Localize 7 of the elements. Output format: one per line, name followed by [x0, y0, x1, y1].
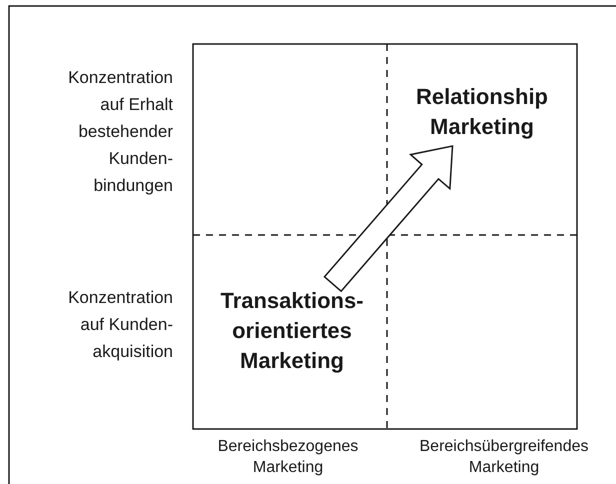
quadrant-title: Relationship Marketing [392, 82, 572, 142]
quadrant-title: Transaktions- orientiertes Marketing [200, 286, 384, 376]
block-arrow [323, 145, 454, 292]
axis-label: Konzentration auf Kunden- akquisition [67, 287, 173, 363]
axis-label: Bereichsbezogenes Marketing [216, 437, 360, 478]
axis-label: Konzentration auf Erhalt bestehender Kunden- bindungen [67, 67, 173, 197]
axis-label: Bereichsübergreifendes Marketing [418, 437, 590, 478]
